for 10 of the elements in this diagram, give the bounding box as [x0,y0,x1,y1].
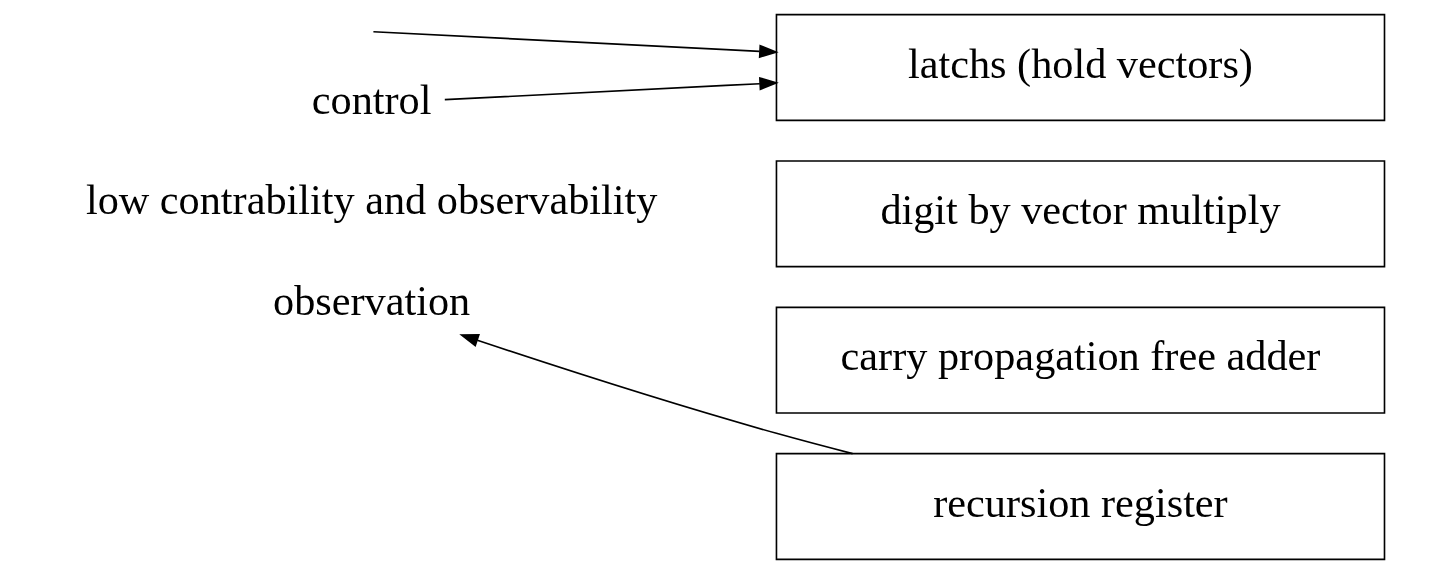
node-box: recursion register [775,452,1385,561]
node-text: control [311,75,431,123]
label: low contrability and observability [85,176,657,224]
node-box: digit by vector multiply [775,160,1385,268]
arrow [443,76,779,101]
node-text: observation [272,277,470,325]
arrow [458,333,853,455]
node-box: latchs (hold vectors) [775,13,1385,122]
node-box: carry propagation free adder [775,306,1385,414]
arrow [372,30,779,59]
